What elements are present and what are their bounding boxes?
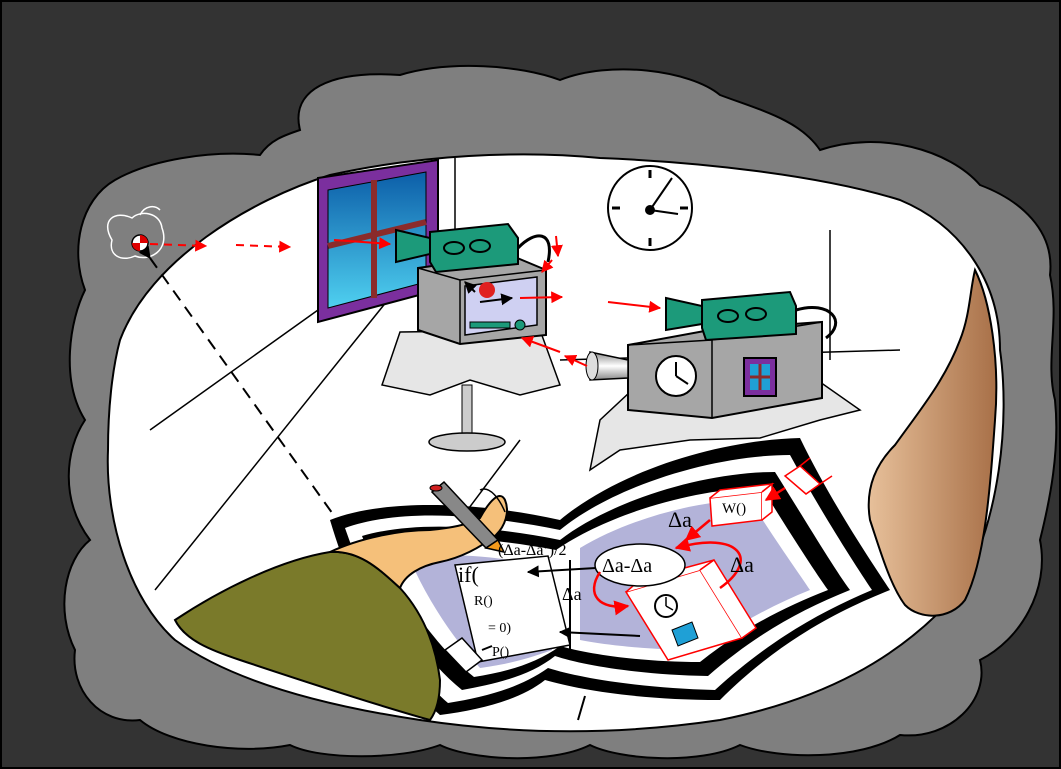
label-if-keyword: if( — [458, 562, 479, 587]
label-w-function: W() — [722, 501, 746, 517]
label-delta-a-left: Δa — [562, 584, 582, 604]
label-delta-a-right: Δa — [730, 552, 754, 577]
label-r-call: R() — [474, 594, 493, 609]
wall-clock — [608, 166, 692, 250]
label-equals-zero: = 0) — [488, 621, 511, 636]
label-delta-difference: Δa-Δa — [602, 555, 652, 577]
label-average-expression: (Δa-Δa’)/2 — [498, 542, 567, 559]
label-delta-a-top: Δa — [668, 507, 692, 532]
label-p-call: P() — [492, 645, 509, 660]
